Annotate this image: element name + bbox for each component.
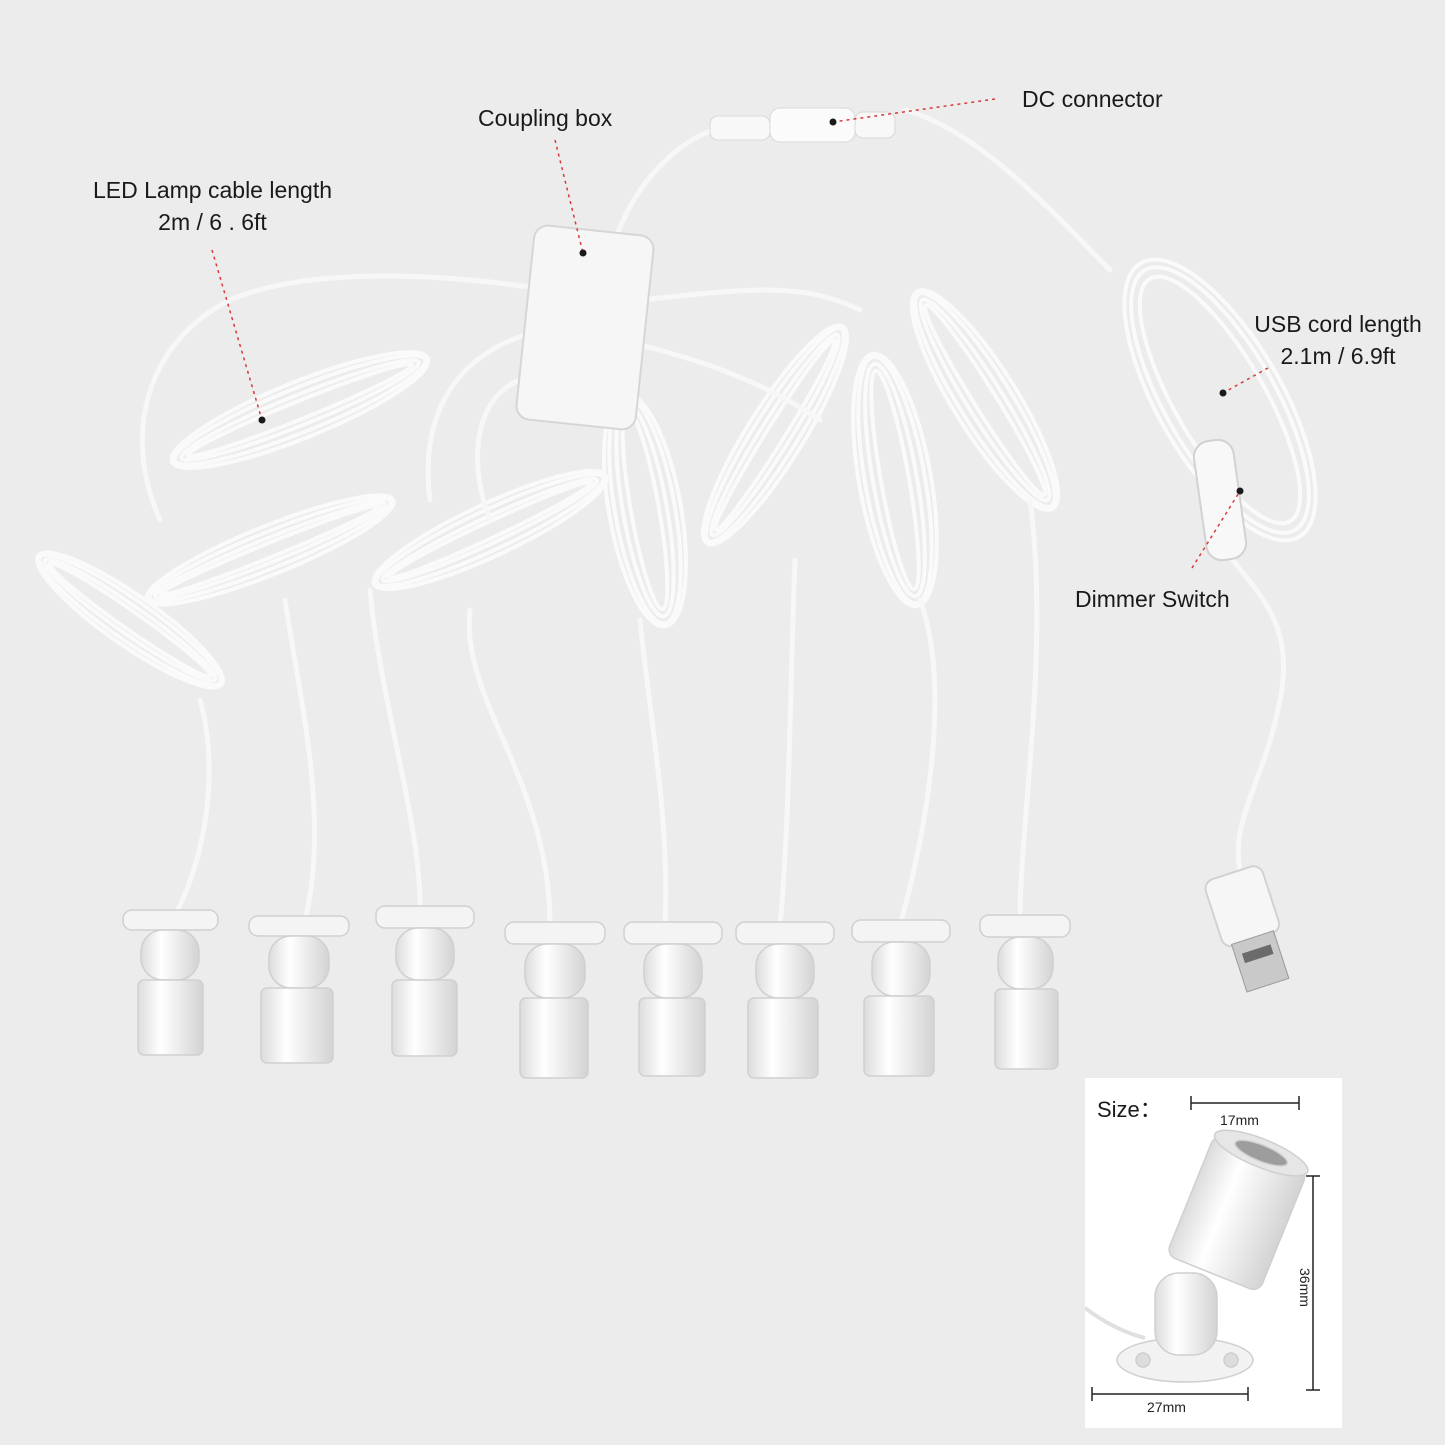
led-cable-length-label: LED Lamp cable length 2m / 6 . 6ft <box>75 174 350 238</box>
lamp-8 <box>979 914 1071 1070</box>
leader-lines <box>211 98 1269 569</box>
usb-cord-length-label: USB cord length 2.1m / 6.9ft <box>1238 308 1438 372</box>
cables <box>139 107 1287 928</box>
size-title: Size： <box>1097 1097 1162 1122</box>
size-inset: Size： 17mm 36mm 27mm <box>1085 1078 1342 1428</box>
dimmer-switch-label: Dimmer Switch <box>1075 586 1230 612</box>
dimmer-switch <box>1192 438 1248 562</box>
width-top-dimension: 17mm <box>1220 1112 1259 1128</box>
coupling-box-label: Coupling box <box>478 105 613 131</box>
lamp-6 <box>735 921 835 1079</box>
width-base-dimension: 27mm <box>1147 1399 1186 1415</box>
lamp-5 <box>623 921 723 1077</box>
dc-connector <box>709 107 896 143</box>
usb-cord-length-title: USB cord length <box>1254 311 1422 337</box>
usb-coil <box>1122 257 1318 543</box>
lamp-7 <box>851 919 951 1077</box>
usb-plug <box>1204 865 1290 993</box>
lamp-2 <box>248 915 350 1064</box>
lamp-3 <box>375 905 475 1057</box>
leader-dots <box>258 118 1244 495</box>
coil-2 <box>144 493 396 607</box>
coupling-box <box>515 224 655 431</box>
led-cable-length-title: LED Lamp cable length <box>92 177 333 203</box>
lamps <box>122 905 1071 1079</box>
lamp-4 <box>504 921 606 1079</box>
dc-connector-label: DC connector <box>1022 86 1163 112</box>
coil-7 <box>851 351 939 609</box>
usb-cord-length-value: 2.1m / 6.9ft <box>1280 343 1396 369</box>
lamp-1 <box>122 909 219 1056</box>
coil-1 <box>35 550 225 690</box>
coil-6 <box>701 323 849 547</box>
coil-3 <box>169 350 431 470</box>
led-cable-length-value: 2m / 6 . 6ft <box>158 209 267 235</box>
coil-8 <box>909 288 1061 512</box>
size-diagram <box>1085 1096 1320 1401</box>
height-dimension: 36mm <box>1297 1268 1313 1307</box>
coil-4 <box>371 468 609 592</box>
